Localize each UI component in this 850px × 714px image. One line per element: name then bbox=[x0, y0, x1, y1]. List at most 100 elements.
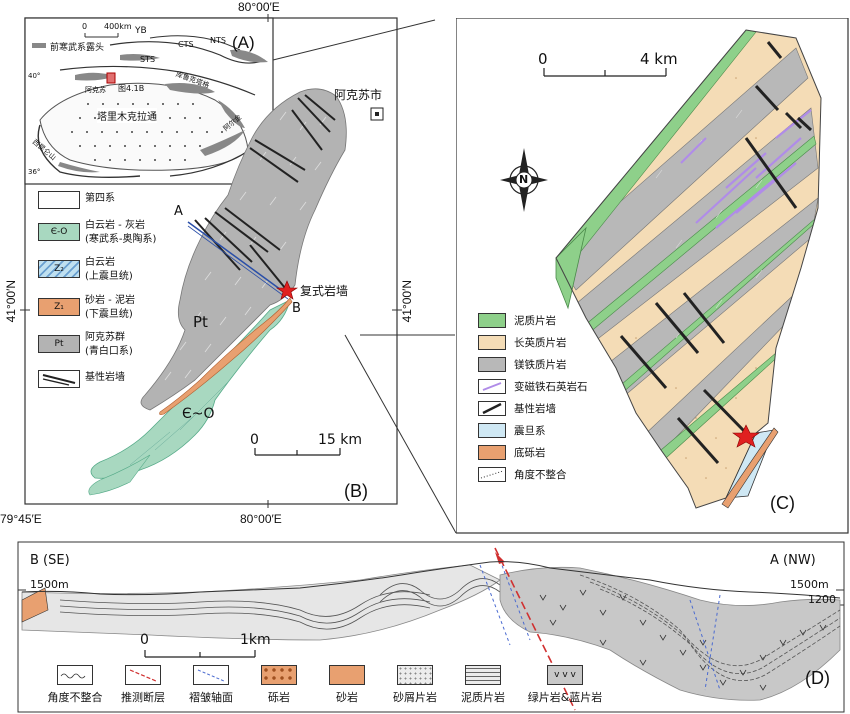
legend-d-item: 褶皱轴面 bbox=[176, 665, 246, 705]
legend-d-item: 泥质片岩 bbox=[448, 665, 518, 705]
elev-left-label: 1500m bbox=[30, 578, 69, 591]
legend-b-swatch-pt: Pt bbox=[38, 335, 80, 353]
pt-unit-body bbox=[140, 88, 347, 411]
legend-c-label: 镁铁质片岩 bbox=[514, 359, 567, 371]
elev-right-label-2: 1200 bbox=[808, 593, 836, 606]
panel-d-scale-zero: 0 bbox=[140, 632, 149, 648]
panel-a-label: (A) bbox=[232, 33, 255, 52]
sandstone-strip bbox=[159, 297, 293, 415]
cambrian-label: Є~O bbox=[182, 406, 215, 422]
legend-c-swatch-dike bbox=[478, 401, 506, 416]
panel-d-legend: 角度不整合 推测断层 褶皱轴面 砾岩 砂岩 砂屑片岩 泥质片岩 v v v 绿片… bbox=[40, 665, 640, 710]
legend-b-swatch-quaternary bbox=[38, 191, 80, 209]
legend-b-swatch-cambrian: Є-O bbox=[38, 223, 80, 241]
topography-line bbox=[21, 561, 841, 599]
pelitic-upper-strip bbox=[555, 226, 587, 310]
legend-b-label: 第四系 bbox=[85, 193, 115, 204]
panel-a-scale-label: 400km bbox=[104, 22, 132, 31]
top-longitude-label: 80°00′E bbox=[238, 0, 280, 14]
legend-d-label: 砂岩 bbox=[336, 691, 358, 704]
panel-a-legend-label: 前寒武系露头 bbox=[50, 43, 105, 53]
legend-d-item: 推测断层 bbox=[108, 665, 178, 705]
legend-c-label: 变磁铁石英岩石 bbox=[514, 381, 588, 393]
dike-location-star-b bbox=[276, 280, 298, 300]
section-right-end: A (NW) bbox=[770, 553, 816, 568]
legend-b-swatch-dike bbox=[38, 370, 80, 388]
north-arrow-icon bbox=[500, 148, 548, 212]
legend-c-swatch-pelitic bbox=[478, 313, 506, 328]
legend-c-label: 泥质片岩 bbox=[514, 315, 556, 327]
section-line-ab bbox=[187, 221, 289, 296]
fig-ref-box bbox=[106, 72, 116, 84]
city-label: 阿克苏市 bbox=[334, 88, 383, 102]
section-sandstone bbox=[21, 587, 49, 623]
panel-d-label: (D) bbox=[805, 668, 830, 688]
legend-d-item: 砾岩 bbox=[244, 665, 314, 705]
section-greenschist bbox=[499, 566, 841, 701]
dike-label: 复式岩墙 bbox=[300, 284, 349, 298]
sts-line bbox=[59, 65, 256, 96]
cambrian-brick-texture bbox=[129, 379, 231, 466]
legend-c-label: 底砾岩 bbox=[514, 447, 546, 459]
panel-b-label: (B) bbox=[344, 481, 368, 501]
panel-d-scale-end: 1km bbox=[240, 632, 271, 648]
legend-d-label: 砾岩 bbox=[268, 691, 290, 704]
magnetite-legend-icon bbox=[482, 382, 502, 391]
legend-d-label: 角度不整合 bbox=[47, 691, 103, 704]
legend-d-label: 砂屑片岩 bbox=[393, 691, 437, 704]
fault-d-icon bbox=[129, 669, 157, 682]
place-yb: YB bbox=[135, 26, 147, 36]
panel-c-svg bbox=[456, 18, 849, 534]
legend-c-label: 长英质片岩 bbox=[514, 337, 567, 349]
legend-c-row: 底砾岩 bbox=[478, 444, 628, 462]
legend-c-swatch-magnetite bbox=[478, 379, 506, 394]
legend-c-swatch-sinian bbox=[478, 423, 506, 438]
unconformity-legend-icon bbox=[480, 470, 504, 479]
legend-d-item: 砂岩 bbox=[312, 665, 382, 705]
lat-36-label: 36° bbox=[28, 168, 41, 176]
legend-d-swatch-axial bbox=[193, 665, 229, 685]
legend-c-row: 镁铁质片岩 bbox=[478, 356, 628, 374]
altun-belt bbox=[169, 149, 251, 177]
place-tarim: 塔里木克拉通 bbox=[97, 108, 157, 123]
legend-b-label-2: (青白口系) bbox=[85, 346, 133, 357]
lat-40-label: 40° bbox=[28, 72, 41, 80]
fold-layers bbox=[59, 578, 501, 630]
legend-c-row: 基性岩墙 bbox=[478, 400, 628, 418]
fold-axial-planes bbox=[479, 559, 721, 691]
nts-line bbox=[149, 35, 241, 51]
section-point-a: A bbox=[174, 204, 183, 219]
legend-c-row: 震旦系 bbox=[478, 422, 628, 440]
legend-b-label: 阿克苏群 bbox=[85, 332, 125, 343]
panel-b-scale-bar bbox=[254, 448, 341, 456]
panel-c-scale-end: 4 km bbox=[640, 50, 678, 68]
dike-c-legend-icon bbox=[482, 402, 502, 415]
panel-d-svg bbox=[17, 541, 845, 713]
place-aksu: 阿克苏 bbox=[85, 86, 106, 94]
section-point-b: B bbox=[292, 301, 301, 316]
legend-b-label-2: (下震旦统) bbox=[85, 309, 133, 320]
legend-d-swatch-conglomerate bbox=[261, 665, 297, 685]
dike-location-star-c bbox=[732, 424, 760, 448]
legend-c-swatch-felsic bbox=[478, 335, 506, 350]
dike-legend-icon bbox=[42, 374, 76, 386]
precambrian-legend-swatch bbox=[32, 43, 46, 48]
legend-d-item: 角度不整合 bbox=[40, 665, 110, 705]
legend-d-swatch-pelitic bbox=[465, 665, 501, 685]
panel-c-label: (C) bbox=[770, 493, 795, 513]
legend-c-row: 泥质片岩 bbox=[478, 312, 628, 330]
legend-d-label: 泥质片岩 bbox=[461, 691, 505, 704]
panel-a-scale-zero: 0 bbox=[82, 22, 88, 31]
left-latitude-label: 41°00′N bbox=[4, 280, 18, 323]
kunlun-belt bbox=[37, 124, 141, 179]
panel-d-scale-bar bbox=[144, 650, 256, 658]
legend-c-row: 角度不整合 bbox=[478, 466, 628, 484]
basal-conglomerate bbox=[721, 427, 779, 509]
legend-b-label: 砂岩 - 泥岩 bbox=[85, 295, 135, 306]
elev-right-label: 1500m bbox=[790, 578, 829, 591]
fig-ref-label: 图4.1B bbox=[118, 84, 145, 93]
legend-b-label: 白云岩 - 灰岩 bbox=[85, 220, 145, 231]
legend-d-item: v v v 绿片岩&蓝片岩 bbox=[520, 665, 610, 705]
mafic-dikes-b bbox=[194, 94, 336, 289]
pelitic-schist-bands bbox=[556, 30, 817, 459]
